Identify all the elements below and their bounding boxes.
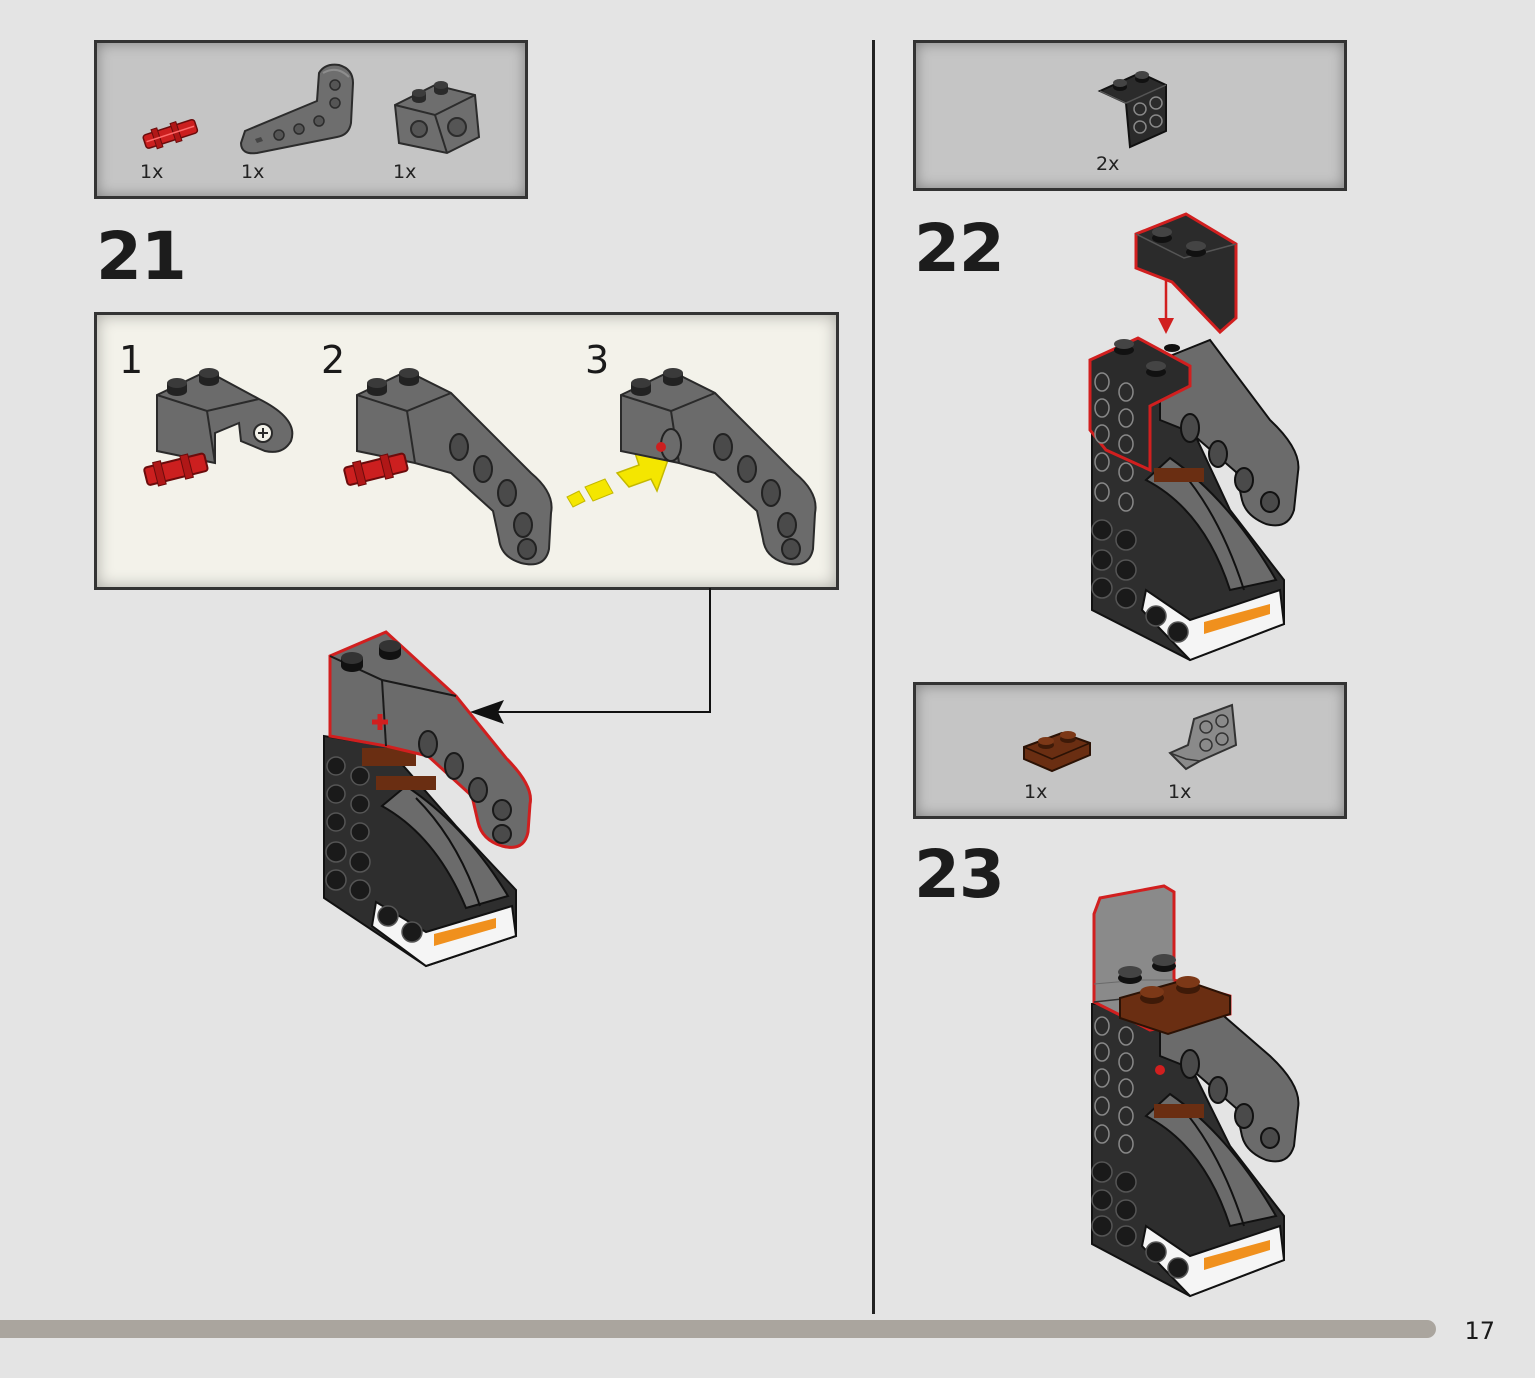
substep-number-1: 1 — [119, 338, 144, 382]
black-bracket-icon — [1097, 71, 1167, 149]
part-qty: 2x — [1096, 153, 1120, 175]
step22-parts-box: 2x — [913, 40, 1347, 191]
step23-parts-box: 1x 1x — [913, 682, 1347, 819]
part-qty: 1x — [140, 161, 164, 183]
step21-parts-box: 1x 1x 1x — [94, 40, 528, 199]
part-qty: 1x — [1168, 781, 1192, 803]
column-divider — [872, 40, 875, 1314]
callout-connector-arrow — [470, 588, 711, 724]
step23-model — [1091, 884, 1300, 1298]
brown-plate-icon — [1023, 731, 1091, 773]
red-axle-pin-icon — [142, 118, 199, 150]
step22-model — [1088, 212, 1300, 662]
page-number: 17 — [1464, 1317, 1495, 1345]
part-qty: 1x — [393, 161, 417, 183]
step-number-22: 22 — [914, 210, 1005, 287]
substep-number-3: 3 — [585, 338, 610, 382]
sub-assembly-box: 1 2 3 — [94, 312, 839, 590]
gray-liftarm-icon — [239, 63, 355, 155]
part-qty: 1x — [241, 161, 265, 183]
gray-bracket-icon — [1168, 703, 1238, 771]
gray-pin-block-icon — [393, 81, 481, 155]
page-progress-bar — [0, 1320, 1436, 1338]
substep2-illustration — [343, 368, 553, 566]
step21-model — [323, 630, 532, 968]
part-qty: 1x — [1024, 781, 1048, 803]
yellow-push-arrow — [566, 452, 671, 508]
step-number-23: 23 — [914, 836, 1005, 913]
substep-number-2: 2 — [321, 338, 346, 382]
step-number-21: 21 — [96, 218, 187, 295]
substep1-illustration — [143, 368, 294, 487]
substep3-illustration — [620, 368, 817, 566]
